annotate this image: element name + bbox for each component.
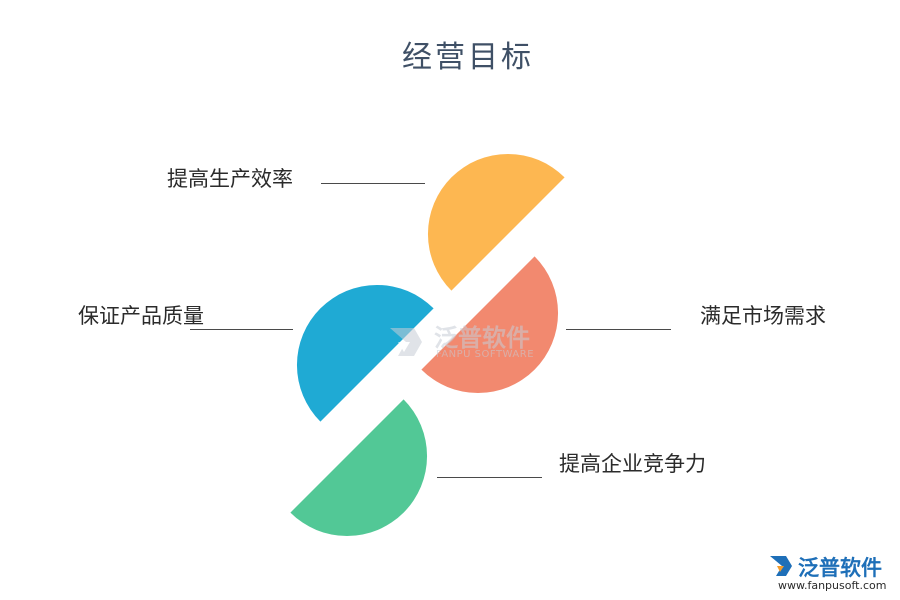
goal-leader-quality bbox=[190, 329, 293, 330]
goal-leader-market bbox=[566, 329, 671, 330]
goal-petal-competitiveness bbox=[290, 399, 428, 537]
watermark-logo-icon bbox=[390, 328, 422, 356]
brand-name: 泛普软件 bbox=[798, 556, 882, 580]
goal-label-efficiency: 提高生产效率 bbox=[167, 167, 293, 191]
brand-logo: 泛普软件 www.fanpusoft.com bbox=[766, 552, 896, 598]
goal-leader-efficiency bbox=[321, 183, 425, 184]
goal-petal-market bbox=[421, 256, 559, 394]
goal-leader-competitiveness bbox=[437, 477, 542, 478]
brand-logo-icon bbox=[770, 556, 792, 576]
goal-label-competitiveness: 提高企业竞争力 bbox=[559, 452, 706, 476]
goal-label-quality: 保证产品质量 bbox=[78, 304, 204, 328]
watermark-subtitle: FANPU SOFTWARE bbox=[436, 349, 535, 360]
goal-label-market: 满足市场需求 bbox=[700, 304, 826, 328]
goal-petal-efficiency bbox=[427, 153, 565, 291]
brand-url: www.fanpusoft.com bbox=[778, 579, 887, 592]
goal-petal-quality bbox=[296, 284, 434, 422]
diagram-title: 经营目标 bbox=[402, 40, 534, 75]
watermark-name: 泛普软件 bbox=[434, 324, 530, 352]
watermark: 泛普软件 FANPU SOFTWARE bbox=[384, 318, 564, 368]
